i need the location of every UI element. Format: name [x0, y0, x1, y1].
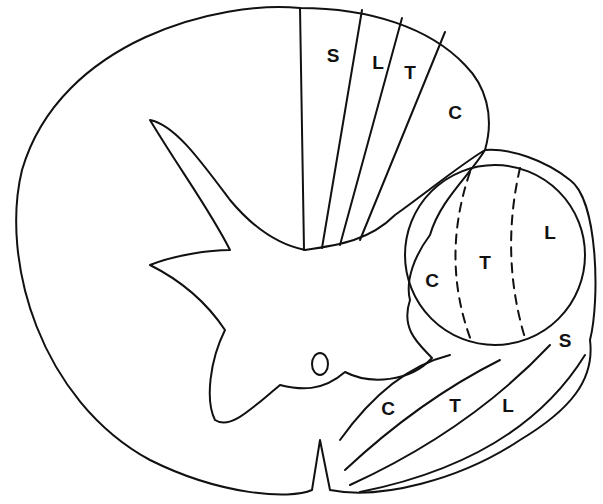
- segment-letter: T: [404, 63, 416, 82]
- segment-letter: T: [449, 396, 461, 415]
- segment-letter: C: [448, 103, 462, 122]
- cord-outline: [16, 7, 595, 495]
- lateral-tract: [405, 165, 585, 345]
- tract-divider: [360, 355, 585, 492]
- band-divider: [360, 32, 445, 240]
- tract-divider: [350, 345, 550, 485]
- lamina-divider: [455, 172, 472, 343]
- band-divider: [322, 10, 362, 248]
- segment-letter: L: [372, 53, 384, 72]
- segment-letter: S: [327, 46, 340, 65]
- segment-letter: S: [559, 331, 572, 350]
- dorsal-septum: [300, 8, 304, 250]
- segment-letter: C: [381, 399, 395, 418]
- central-canal: [312, 353, 328, 375]
- lamina-divider: [511, 168, 525, 338]
- gray-matter: [150, 120, 485, 423]
- segment-letter: L: [502, 396, 514, 415]
- segment-letter: L: [544, 223, 556, 242]
- segment-letter: T: [479, 253, 491, 272]
- segment-letter: C: [425, 271, 439, 290]
